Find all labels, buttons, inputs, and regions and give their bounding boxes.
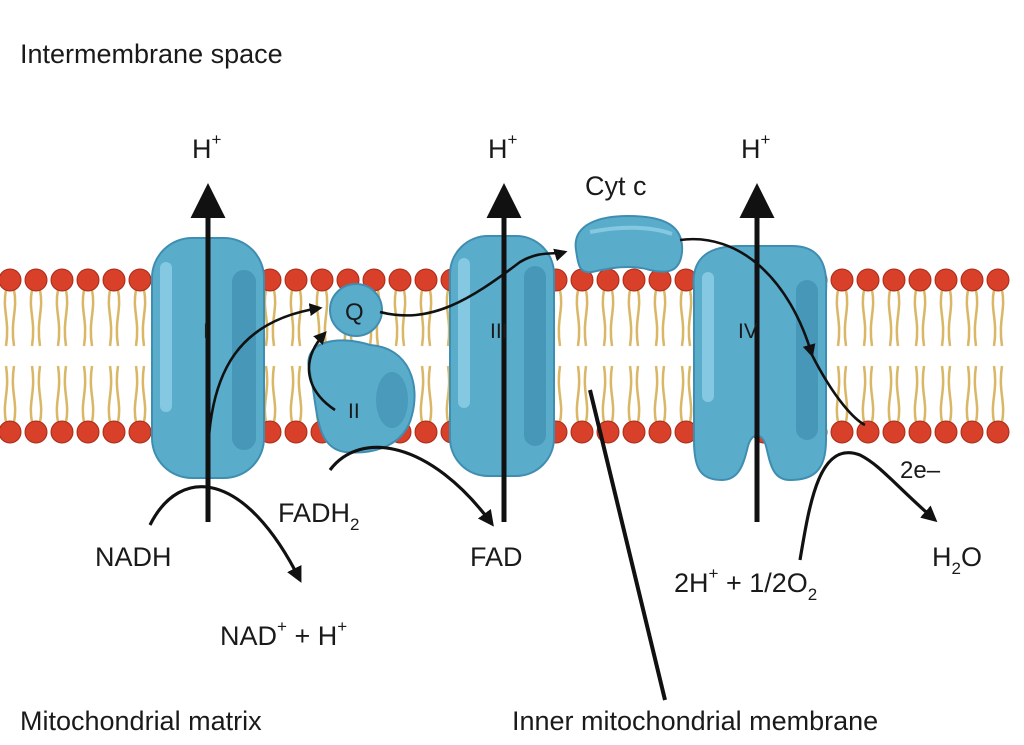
complex-two-label: II	[348, 400, 360, 423]
proton-label-four: H+	[741, 130, 771, 164]
electrons-label: 2e–	[900, 457, 941, 484]
complex-three-label: III	[490, 320, 508, 343]
q-label: Q	[345, 299, 364, 326]
complex-two	[307, 339, 416, 454]
proton-label-three: H+	[488, 130, 518, 164]
oxygen-label: 2H+ + 1/2O2	[674, 564, 817, 604]
nadh-label: NADH	[95, 542, 172, 572]
cytc-label: Cyt c	[585, 171, 647, 201]
inner-membrane-label: Inner mitochondrial membrane	[512, 706, 878, 736]
pointer-line-icon	[588, 389, 667, 701]
electron-path-arrow-icon	[148, 237, 938, 583]
fad-label: FAD	[470, 542, 523, 572]
intermembrane-space-label: Intermembrane space	[20, 39, 283, 69]
complex-one-label: I	[203, 320, 209, 343]
cytochrome-c	[574, 214, 684, 274]
nad-label: NAD+ + H+	[220, 617, 347, 651]
fadh2-label: FADH2	[278, 498, 359, 534]
proton-arrow-icon	[190, 183, 775, 522]
water-label: H2O	[932, 542, 982, 578]
ubiquinone-q	[329, 283, 383, 337]
mitochondrial-matrix-label: Mitochondrial matrix	[20, 706, 262, 736]
complex-four-label: IV	[738, 320, 758, 343]
proton-label-one: H+	[192, 130, 222, 164]
complex-four	[692, 245, 828, 482]
